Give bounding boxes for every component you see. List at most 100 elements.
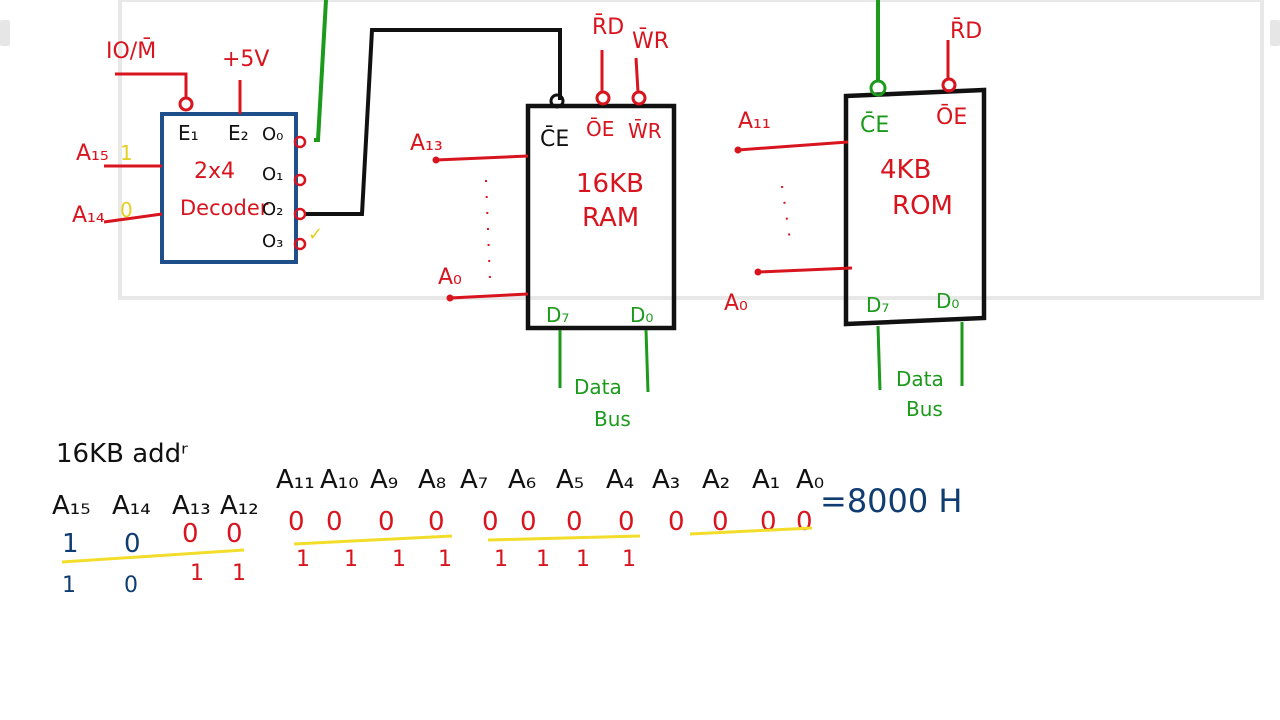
a15-input-label: A₁₅	[76, 141, 109, 166]
bit-header-1: A₁₄	[112, 491, 151, 521]
ram-wr-wire	[634, 57, 640, 93]
end-bit-5: 1	[344, 547, 358, 572]
bit-header-9: A₆	[508, 465, 536, 495]
right-scroll-marker	[1270, 20, 1280, 46]
rom-bus-line2: Bus	[906, 397, 943, 421]
end-bit-0: 1	[62, 573, 76, 598]
bit-header-13: A₂	[702, 465, 730, 495]
ram-a0-dot	[446, 294, 454, 302]
start-bit-0: 1	[62, 529, 79, 559]
ram-box	[525, 103, 677, 331]
address-heading: 16KB addʳ	[56, 439, 188, 469]
bit-header-3: A₁₂	[220, 491, 259, 521]
end-bit-2: 1	[190, 561, 204, 586]
group-underline-4	[689, 526, 813, 536]
o1-bubble	[293, 173, 307, 187]
rom-a11-wire	[737, 140, 849, 152]
o3-bubble	[293, 237, 307, 251]
bit-header-11: A₄	[606, 465, 634, 495]
ram-d0-wire	[644, 329, 650, 393]
bit-header-2: A₁₃	[172, 491, 211, 521]
decoder-output-o3: O₃	[262, 231, 283, 252]
ram-wr-bubble	[631, 90, 647, 106]
start-address-result: =8000 H	[820, 482, 962, 520]
start-bit-5: 0	[326, 507, 343, 537]
ram-ce-label: C̄E	[540, 126, 569, 152]
rom-a11-dot	[734, 146, 742, 154]
a15-value: 1	[120, 141, 133, 165]
end-bit-10: 1	[576, 547, 590, 572]
a14-value: 0	[120, 198, 133, 222]
decoder-block: IO/M̄ +5V E₁ E₂ 2x4 Decoder O₀ O₁ O₂ O₃ …	[72, 38, 323, 264]
bit-header-4: A₁₁	[276, 465, 315, 495]
bit-header-14: A₁	[752, 465, 780, 495]
rom-oe-bubble	[941, 77, 957, 93]
rom-ce-bubble	[869, 79, 887, 97]
end-bit-3: 1	[232, 561, 246, 586]
start-bit-10: 0	[566, 507, 583, 537]
o0-bubble	[293, 135, 307, 149]
bit-header-6: A₉	[370, 465, 398, 495]
ram-a0-label: A₀	[438, 265, 462, 290]
decoder-box	[160, 112, 298, 264]
decoder-title-line2: Decoder	[180, 196, 269, 220]
ram-bus-line2: Bus	[594, 407, 631, 431]
rom-d0-label: D₀	[936, 289, 959, 313]
rom-box	[843, 87, 987, 327]
start-bit-8: 0	[482, 507, 499, 537]
rom-addr-ellipsis	[781, 185, 791, 241]
start-bit-6: 0	[378, 507, 395, 537]
bit-header-12: A₃	[652, 465, 680, 495]
rom-ce-label: C̄E	[860, 112, 889, 138]
group-underline-3	[487, 534, 641, 542]
end-bit-4: 1	[296, 547, 310, 572]
start-bit-1: 0	[124, 529, 141, 559]
decoder-output-o2: O₂	[262, 199, 283, 220]
group-underline-1	[61, 548, 245, 564]
ram-bus-line1: Data	[574, 375, 622, 399]
a14-input-label: A₁₄	[72, 203, 105, 228]
end-bit-9: 1	[536, 547, 550, 572]
end-bit-7: 1	[438, 547, 452, 572]
io-m-wire	[115, 72, 188, 98]
start-bit-11: 0	[618, 507, 635, 537]
bit-header-10: A₅	[556, 465, 584, 495]
rom-title-line2: ROM	[892, 191, 953, 221]
rom-a0-label: A₀	[724, 291, 748, 316]
rom-a0-wire	[757, 266, 853, 274]
bit-header-15: A₀	[796, 465, 824, 495]
start-bit-2: 0	[182, 519, 199, 549]
bit-header-7: A₈	[418, 465, 446, 495]
rom-oe-label: ŌE	[936, 104, 967, 130]
a14-wire	[103, 212, 163, 224]
e1-label: E₁	[178, 121, 199, 145]
start-bit-13: 0	[712, 507, 729, 537]
o3-check-mark: ✓	[308, 224, 323, 245]
rom-block: C̄E ŌE R̄D 4KB ROM A₁₁ A₀ D₇ D₀ Data Bus	[724, 0, 987, 421]
end-bit-6: 1	[392, 547, 406, 572]
bit-header-0: A₁₅	[52, 491, 91, 521]
start-bit-4: 0	[288, 507, 305, 537]
start-bit-14: 0	[760, 507, 777, 537]
ram-a13-wire	[435, 154, 529, 162]
io-m-label: IO/M̄	[106, 38, 156, 64]
end-bit-1: 0	[124, 573, 138, 598]
ram-title-line1: 16KB	[576, 169, 644, 199]
start-bit-12: 0	[668, 507, 685, 537]
ram-a13-label: A₁₃	[410, 131, 443, 156]
start-bit-9: 0	[520, 507, 537, 537]
bit-header-8: A₇	[460, 465, 488, 495]
ram-d0-label: D₀	[630, 303, 653, 327]
o0-green-wire	[314, 0, 328, 142]
decoder-output-o1: O₁	[262, 164, 283, 185]
e1-bubble	[178, 96, 194, 112]
ram-a0-wire	[449, 292, 529, 300]
bit-header-5: A₁₀	[320, 465, 359, 495]
end-bit-8: 1	[494, 547, 508, 572]
rom-d7-wire	[876, 325, 882, 391]
e2-label: E₂	[228, 121, 249, 145]
page-frame	[118, 0, 1264, 300]
rom-a0-dot	[754, 268, 762, 276]
ram-block: C̄E ŌE W̄R 16KB RAM R̄D W̄R A₁₃ A₀ D₇ D₀…	[410, 14, 677, 431]
